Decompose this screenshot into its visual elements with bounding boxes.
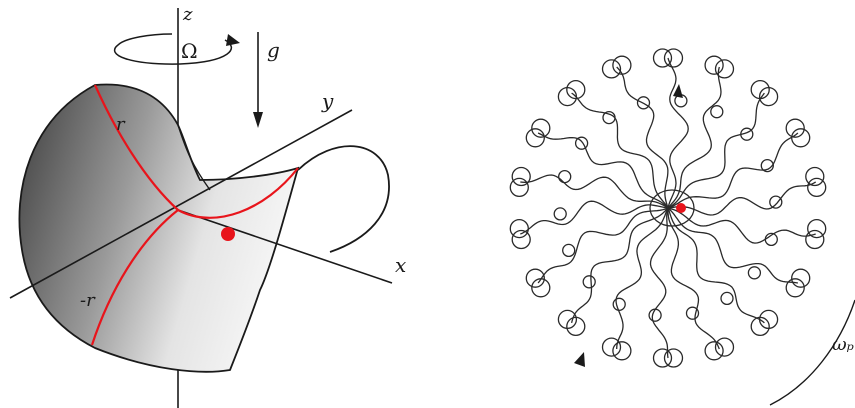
trajectory-loop xyxy=(636,96,651,110)
trajectory-spoke xyxy=(667,66,722,209)
trajectory-loop xyxy=(740,127,754,141)
trajectory-spoke xyxy=(537,132,669,209)
trajectory-panel: ωₚ xyxy=(509,48,855,406)
curve-neg-r xyxy=(90,209,179,346)
trajectory-hub xyxy=(649,189,695,227)
curve-saddle-top xyxy=(177,167,299,219)
trajectory-loop xyxy=(557,309,578,330)
trajectory-loop xyxy=(764,232,778,247)
trajectory-spoke xyxy=(571,92,669,209)
trajectory-loop xyxy=(720,291,734,306)
trajectory-loop xyxy=(562,243,576,258)
rotation-arrow-icon xyxy=(226,34,240,46)
omega-label: Ω xyxy=(181,39,198,63)
trajectory-spoke xyxy=(667,92,765,209)
trajectory-loop xyxy=(525,268,545,288)
precession-arc xyxy=(769,299,855,406)
trajectory-arrow-icon xyxy=(673,84,683,98)
trajectory-loop xyxy=(663,48,684,68)
trajectory-spoke xyxy=(667,181,817,216)
x-axis xyxy=(177,209,393,284)
trajectory-loop xyxy=(663,348,684,368)
trajectory-loop xyxy=(648,308,662,322)
trajectory-spoke xyxy=(667,208,720,350)
trajectory-loop xyxy=(760,158,774,173)
y-label: y xyxy=(321,89,334,113)
trajectory-loop xyxy=(805,166,825,187)
trajectory-spoke xyxy=(520,174,669,209)
trajectory-loop xyxy=(511,229,531,250)
trajectory-loop xyxy=(553,207,567,221)
trajectory-spoke xyxy=(667,207,816,244)
trajectory-rosette xyxy=(509,48,827,368)
trajectory-loop xyxy=(807,177,827,198)
trajectory-loop xyxy=(685,306,700,320)
trajectory-loop xyxy=(791,128,811,148)
trajectory-loop xyxy=(566,79,586,100)
trajectory-loop xyxy=(652,348,673,368)
trajectory-loop xyxy=(791,268,811,288)
trajectory-loop xyxy=(531,278,551,298)
trajectory-loop xyxy=(807,218,827,239)
saddle-back-rim xyxy=(297,145,390,253)
trajectory-spoke xyxy=(667,132,799,209)
trajectory-arrow-icon xyxy=(574,352,585,367)
trajectory-spoke xyxy=(667,207,765,324)
y-axis xyxy=(9,109,353,299)
trajectory-particle-dot xyxy=(676,203,686,213)
trajectory-loop xyxy=(558,169,572,184)
trajectory-spoke xyxy=(537,207,669,284)
r-label: r xyxy=(116,114,126,135)
trajectory-loop xyxy=(509,177,529,198)
trajectory-loop xyxy=(511,166,531,187)
g-label: g xyxy=(267,38,280,62)
trajectory-loop xyxy=(602,110,616,125)
rotation-ellipse xyxy=(113,33,233,65)
saddle-panel: z Ω g y x r -r xyxy=(9,4,406,408)
trajectory-spoke xyxy=(570,207,669,324)
gravity-arrowhead-icon xyxy=(253,112,263,128)
trajectory-loop xyxy=(612,341,632,361)
trajectory-loop xyxy=(704,341,724,361)
trajectory-loop xyxy=(652,48,673,68)
trajectory-loop xyxy=(758,86,779,107)
particle-dot xyxy=(221,227,235,241)
trajectory-loop xyxy=(612,55,632,75)
trajectory-spoke xyxy=(649,207,669,359)
omega-p-label: ωₚ xyxy=(832,334,854,355)
trajectory-loop xyxy=(750,316,770,337)
x-label: x xyxy=(395,253,406,277)
trajectory-loop xyxy=(612,297,626,311)
curve-r xyxy=(93,84,179,211)
trajectory-loop xyxy=(710,105,724,119)
trajectory-loop xyxy=(714,337,735,357)
trajectory-loop xyxy=(785,118,805,138)
trajectory-loop xyxy=(531,118,551,138)
trajectory-spoke xyxy=(615,207,669,350)
trajectory-loop xyxy=(582,275,596,289)
trajectory-loop xyxy=(785,278,805,298)
trajectory-loop xyxy=(574,136,589,150)
trajectory-loop xyxy=(714,59,735,79)
trajectory-spoke xyxy=(667,207,799,284)
trajectory-loop xyxy=(747,266,762,280)
z-label: z xyxy=(182,4,193,25)
trajectory-loop xyxy=(525,128,545,148)
trajectory-loop xyxy=(601,337,622,357)
trajectory-loop xyxy=(509,218,529,239)
trajectory-spoke xyxy=(667,57,689,209)
trajectory-loop xyxy=(601,59,622,79)
trajectory-spoke xyxy=(520,200,669,235)
neg-r-label: -r xyxy=(80,290,96,311)
trajectory-loop xyxy=(805,229,825,250)
trajectory-loop xyxy=(704,55,724,75)
trajectory-loop xyxy=(769,195,783,209)
trajectory-spoke xyxy=(616,66,669,209)
saddle-fold xyxy=(177,124,211,191)
